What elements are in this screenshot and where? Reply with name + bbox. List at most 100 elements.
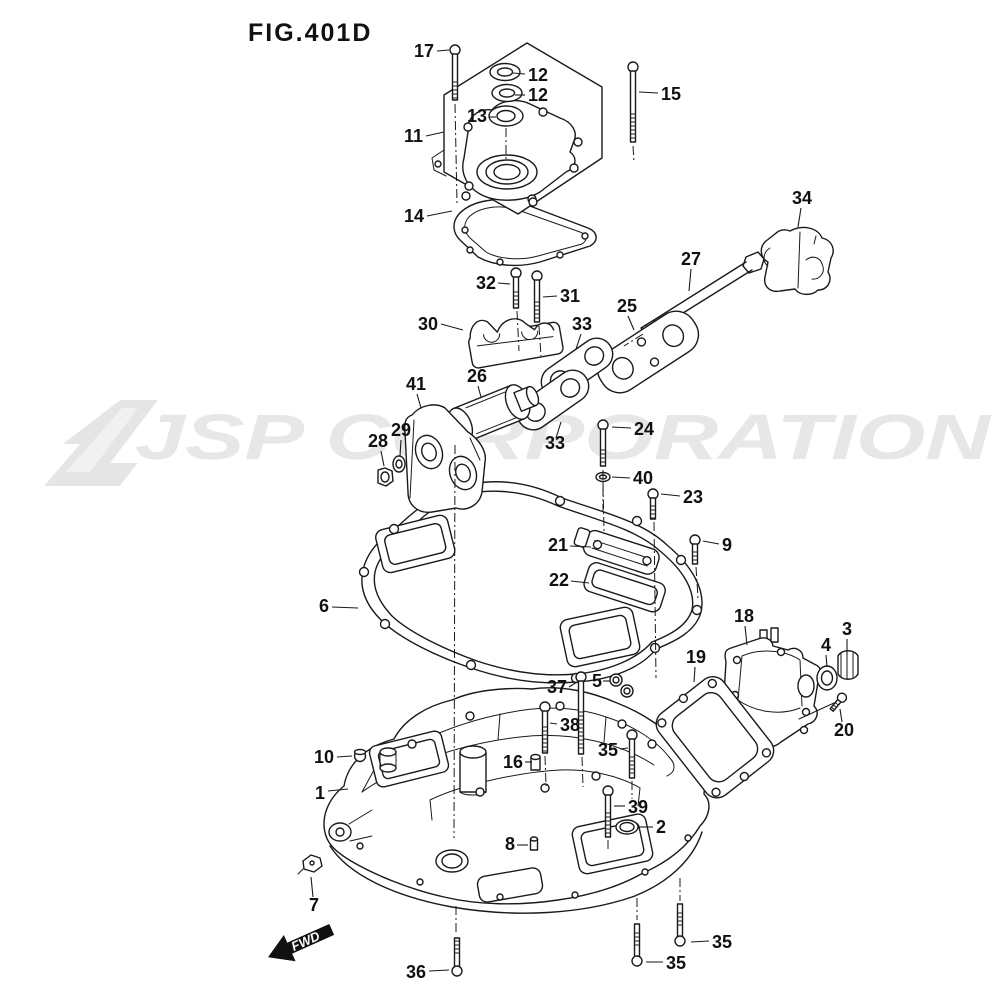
part-9-bolt: [689, 534, 701, 565]
callout-9: 9: [722, 535, 732, 555]
assembly-center-lines: [453, 103, 699, 934]
callout-leader-23: [660, 493, 681, 497]
callout-17: 17: [414, 41, 434, 61]
callout-leader-12: [512, 72, 526, 75]
callout-6: 6: [319, 596, 329, 616]
callout-16: 16: [503, 752, 523, 772]
part-20-bolt: [829, 692, 848, 712]
fwd-arrow-label: FWD: [289, 928, 323, 954]
part-29-washer: [392, 455, 406, 473]
callout-leader-33: [555, 421, 562, 439]
callout-leader-7: [310, 876, 314, 898]
callout-20: 20: [834, 720, 854, 740]
callout-27: 27: [681, 249, 701, 269]
part-17-bolt: [449, 44, 461, 101]
watermark-layer: JSP CORPORATION: [39, 398, 992, 488]
fwd-arrow-shape: [268, 923, 335, 962]
callout-7: 7: [309, 895, 319, 915]
part-1-engine-holder: [323, 687, 710, 914]
callout-leader-32: [497, 282, 511, 285]
callout-leader-15: [638, 91, 659, 94]
callout-35: 35: [712, 932, 732, 952]
callout-2: 2: [656, 817, 666, 837]
callout-leader-24: [611, 426, 632, 429]
callout-15: 15: [661, 84, 681, 104]
callout-19: 19: [686, 647, 706, 667]
callout-21: 21: [548, 535, 568, 555]
callout-leader-17: [436, 49, 450, 52]
part-15-bolt: [627, 61, 639, 143]
callout-leader-31: [542, 295, 558, 298]
callout-leader-29: [399, 439, 402, 457]
part-4-seal: [816, 665, 838, 691]
part-11-engine-cover: [431, 42, 603, 215]
part-5-clips: [609, 673, 634, 698]
callout-leader-35: [690, 940, 710, 943]
part-37-bolt: [575, 671, 587, 755]
part-10-cap-nut: [353, 748, 367, 763]
callout-13: 13: [467, 106, 487, 126]
callout-leader-33: [575, 333, 582, 350]
part-34-mount-bracket: [760, 226, 834, 296]
part-12-seal-b: [491, 83, 523, 103]
callout-37: 37: [547, 677, 567, 697]
callout-leader-22: [570, 580, 590, 584]
part-39-bolt: [602, 785, 614, 838]
callout-leader-27: [688, 268, 692, 292]
callout-leader-25: [627, 315, 635, 331]
callout-leader-28: [380, 450, 385, 467]
part-30-mount-bracket: [468, 318, 564, 369]
fwd-arrow: FWD: [268, 923, 335, 962]
part-28-nut: [377, 467, 394, 487]
part-38-bolt: [539, 701, 551, 754]
callout-39: 39: [628, 797, 648, 817]
callout-leader-4: [825, 654, 828, 668]
callout-leader-9: [702, 540, 720, 545]
part-2-oring: [615, 819, 639, 835]
callout-23: 23: [683, 487, 703, 507]
part-36-bolt: [451, 937, 463, 977]
callout-41: 41: [406, 374, 426, 394]
part-20-pointer-line: [798, 702, 835, 720]
callout-leader-6: [331, 606, 359, 609]
callout-34: 34: [792, 188, 812, 208]
callout-25: 25: [617, 296, 637, 316]
part-32-bolt: [510, 267, 522, 309]
callout-33: 33: [572, 314, 592, 334]
part-24-bolt: [597, 419, 609, 467]
part-25-plate: [596, 310, 700, 394]
callout-4: 4: [821, 635, 831, 655]
callout-24: 24: [634, 419, 654, 439]
callout-31: 31: [560, 286, 580, 306]
callout-33: 33: [545, 433, 565, 453]
callout-leader-21: [569, 545, 592, 548]
callout-leader-35: [619, 747, 629, 750]
callout-leader-20: [839, 708, 843, 723]
callout-leader-30: [440, 323, 464, 331]
part-19-cover-gasket: [655, 675, 775, 799]
callout-leader-38: [549, 722, 558, 725]
callout-3: 3: [842, 619, 852, 639]
callout-leader-37: [568, 681, 578, 688]
callout-leader-1: [327, 788, 349, 792]
part-3-plug: [837, 650, 859, 680]
callout-29: 29: [391, 420, 411, 440]
callout-1: 1: [315, 783, 325, 803]
callout-leader-14: [426, 210, 453, 217]
callout-leader-41: [416, 393, 422, 409]
watermark-logo-stripe: [66, 408, 138, 472]
callout-18: 18: [734, 606, 754, 626]
callout-40: 40: [633, 468, 653, 488]
callout-12: 12: [528, 85, 548, 105]
part-23-bolt: [647, 488, 659, 520]
figure-title: FIG.401D: [248, 19, 372, 47]
part-12-seal-a: [489, 62, 521, 82]
part-22-valve-gasket: [583, 562, 666, 613]
callout-35: 35: [598, 740, 618, 760]
callout-leader-10: [336, 755, 353, 758]
callout-leader-40: [611, 476, 631, 479]
callout-leader-18: [744, 625, 748, 646]
part-35-bolt-mid: [626, 729, 638, 779]
